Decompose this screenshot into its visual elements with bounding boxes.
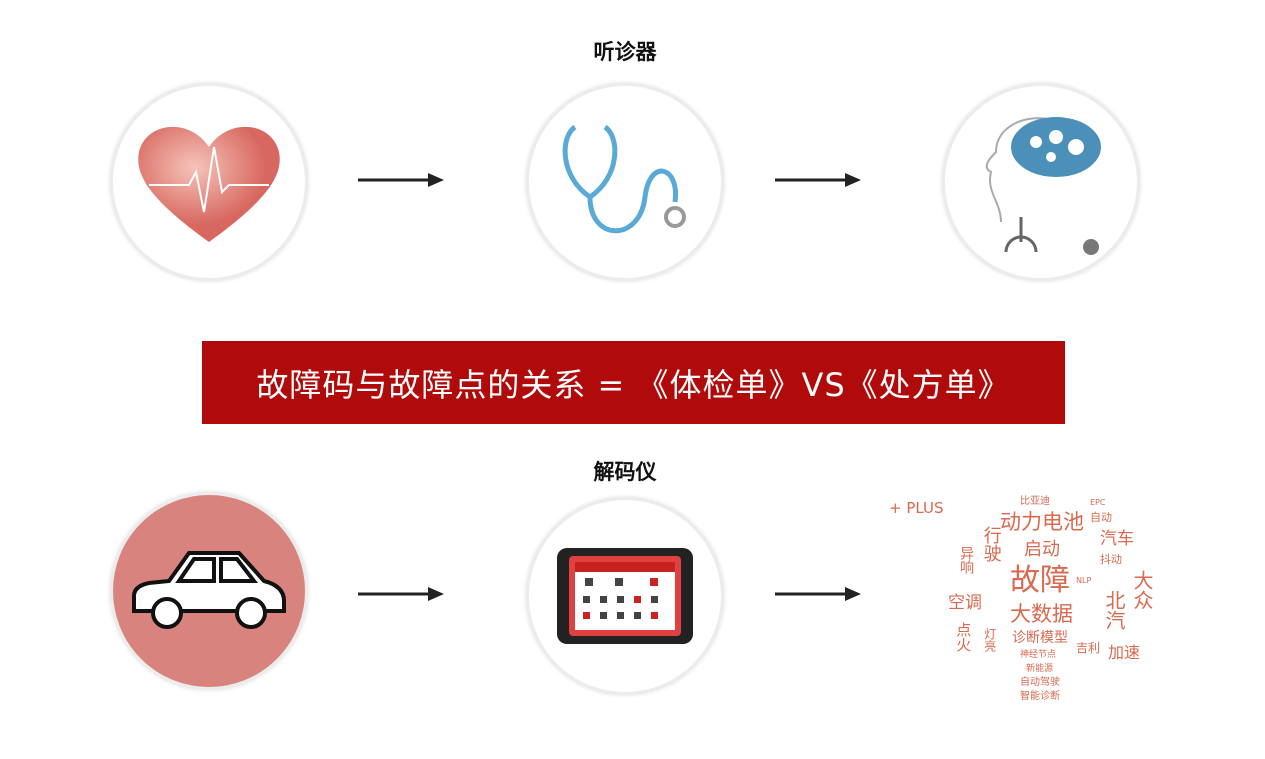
word: 点火 <box>954 622 973 652</box>
word: EPC <box>1090 498 1106 507</box>
word: 加速 <box>1108 643 1141 662</box>
word: 诊断模型 <box>1012 630 1068 646</box>
word: 空调 <box>948 593 982 613</box>
word: 行驶 <box>980 526 1002 562</box>
word: 异响 <box>958 546 975 574</box>
word: 比亚迪 <box>1020 496 1050 507</box>
stethoscope-title: 听诊器 <box>593 40 657 64</box>
word: 抖动 <box>1100 553 1122 566</box>
word: 自动 <box>1090 511 1112 524</box>
word: 动力电池 <box>1000 510 1084 534</box>
decoder-title: 解码仪 <box>593 460 657 484</box>
diagnostic-tablet-icon <box>526 497 724 695</box>
stethoscope-icon <box>526 83 724 281</box>
word: 神经节点 <box>1020 650 1057 660</box>
word-cloud: 比亚迪 EPC 动力电池 自动 汽车 抖动 启动 行驶 异响 故障 NLP 大众… <box>940 496 1160 706</box>
arrow-icon <box>775 587 861 601</box>
word: 吉利 <box>1076 641 1101 655</box>
word: 汽车 <box>1100 529 1134 549</box>
arrow-icon <box>358 173 444 187</box>
brain-head-icon <box>942 83 1140 281</box>
word: 大数据 <box>1010 602 1073 626</box>
word: 灯亮 <box>982 628 997 652</box>
heart-icon <box>110 83 308 281</box>
word: 智能诊断 <box>1020 691 1060 702</box>
relationship-banner: 故障码与故障点的关系 = 《体检单》VS《处方单》 <box>202 341 1065 424</box>
arrow-icon <box>358 587 444 601</box>
word: 自动驾驶 <box>1020 677 1060 688</box>
word: 新能源 <box>1026 664 1054 674</box>
arrow-icon <box>775 173 861 187</box>
word: 大众 <box>1130 570 1154 610</box>
plus-label: + PLUS <box>889 499 944 517</box>
word: 故障 <box>1010 563 1070 598</box>
car-icon <box>110 492 308 690</box>
word: 启动 <box>1024 539 1060 560</box>
word: NLP <box>1076 576 1092 585</box>
word: 北汽 <box>1102 590 1126 630</box>
